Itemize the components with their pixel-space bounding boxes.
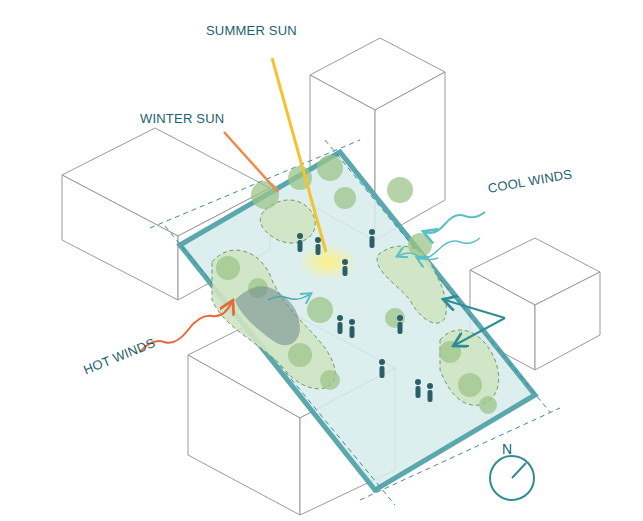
- sun-label: WINTER SUN: [140, 112, 224, 125]
- wind-label: HOT WINDS: [82, 336, 157, 377]
- north-label: N: [502, 442, 512, 456]
- sun-label: SUMMER SUN: [206, 24, 297, 37]
- wind-label: COOL WINDS: [487, 167, 573, 195]
